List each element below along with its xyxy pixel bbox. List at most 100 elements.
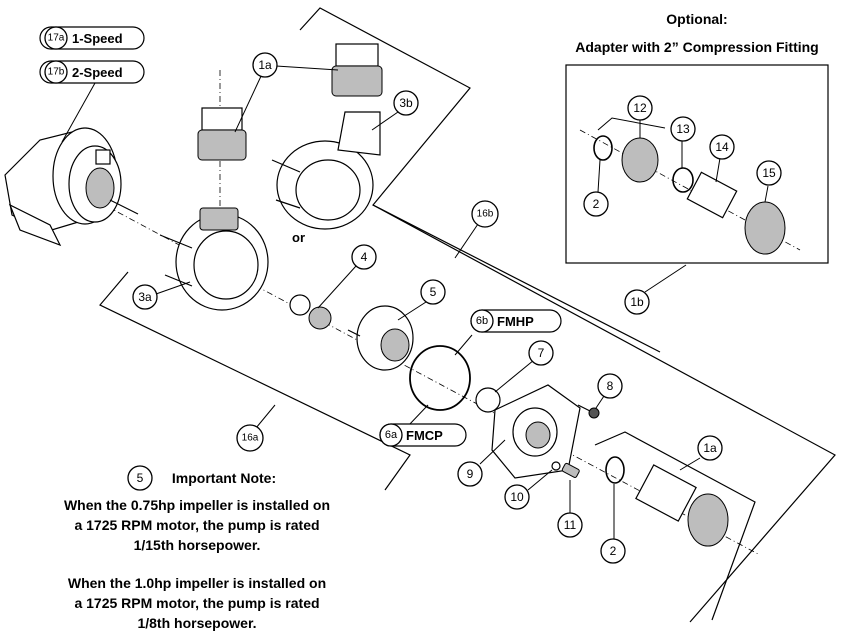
volute-3a-stud-1: [159, 234, 193, 249]
callout-2-bottom: 2: [600, 538, 626, 564]
seal-label-6a-text: FMCP: [406, 428, 443, 443]
motor-label-17b-text: 2-Speed: [72, 65, 123, 80]
shaft-seal-4: [289, 294, 332, 330]
drain-plug-11-body: [561, 462, 580, 478]
volute-3a-stud-2: [164, 274, 193, 287]
leader-1b: [644, 264, 687, 293]
callout-4: 4: [351, 244, 377, 270]
motor-vent: [85, 167, 115, 209]
motor-shaft: [109, 199, 139, 215]
callout-13-text: 13: [676, 122, 690, 136]
screw-8-head: [588, 407, 600, 419]
callout-16a-circle: [236, 424, 264, 452]
ring-13: [672, 167, 694, 193]
union-sleeve: [201, 107, 243, 131]
callout-12: 12: [627, 95, 653, 121]
o-ring-6: [409, 345, 471, 411]
note-para1-line2: a 1725 RPM motor, the pump is rated: [74, 517, 319, 533]
leader-3a: [155, 281, 191, 295]
seal-label-6b: 6b FMHP: [470, 309, 562, 333]
motor-assembly: [4, 127, 139, 247]
union-1a-vertical: [197, 107, 247, 161]
callout-8-circle: [597, 373, 623, 399]
leader-1a-bottom: [679, 457, 701, 471]
callout-1a-bottom-text: 1a: [703, 441, 717, 455]
optional-parts: [593, 135, 786, 255]
callout-leaders: [155, 65, 769, 540]
volute-3a: [159, 207, 269, 311]
volute-3b-stud-1: [271, 159, 301, 173]
leader-15: [764, 185, 769, 203]
motor-label-17a-circle: [44, 26, 68, 50]
bracket-1a-bottom: [594, 431, 756, 621]
leader-6b: [454, 334, 473, 356]
seal-label-6b-num: 6b: [476, 315, 488, 327]
union-nut: [197, 129, 247, 161]
callout-1b-circle: [624, 289, 650, 315]
callout-16b-text: 16b: [477, 209, 494, 220]
callout-3a: 3a: [132, 284, 158, 310]
leader-14: [715, 157, 721, 183]
callout-4-text: 4: [361, 250, 368, 264]
callout-10: 10: [504, 484, 530, 510]
bracket-12: [597, 117, 666, 131]
callout-3b-circle: [393, 90, 419, 116]
union-sleeve-right: [335, 43, 379, 67]
callout-16b: 16b: [471, 200, 499, 228]
note-para2-line3: 1/8th horsepower.: [137, 615, 256, 631]
callout-1b: 1b: [624, 289, 650, 315]
volute-3b-outlet: [337, 111, 381, 156]
motor-label-17a-num: 17a: [48, 33, 65, 44]
note-para2-line2: a 1725 RPM motor, the pump is rated: [74, 595, 319, 611]
callout-12-text: 12: [633, 101, 647, 115]
volute-3b-inner: [295, 159, 361, 221]
callout-14: 14: [709, 134, 735, 160]
faceplate-9: [491, 384, 581, 479]
note-num-text: 5: [137, 471, 144, 485]
union-sleeve-bottom: [635, 464, 697, 522]
callout-16b-circle: [471, 200, 499, 228]
motor-label-17b-num: 17b: [48, 67, 65, 78]
callout-7: 7: [528, 340, 554, 366]
note-para1-line1: When the 0.75hp impeller is installed on: [64, 497, 330, 513]
union-1a-horizontal: [635, 464, 729, 547]
union-1a-top-right: [331, 43, 383, 97]
motor-label-17a: 17a 1-Speed: [39, 26, 145, 50]
o-ring-2-bottom: [605, 456, 625, 484]
callout-1a-top: 1a: [252, 52, 278, 78]
bracket-16a: [99, 271, 411, 491]
leader-16b: [454, 223, 479, 259]
volute-3b-stud-2: [275, 199, 301, 209]
leader-3b: [371, 111, 399, 131]
callout-3b: 3b: [393, 90, 419, 116]
callout-14-circle: [709, 134, 735, 160]
callout-4-circle: [351, 244, 377, 270]
callout-9: 9: [457, 461, 483, 487]
optional-heading-line1: Optional:: [666, 11, 727, 27]
callout-3a-text: 3a: [138, 290, 152, 304]
callout-1a-top-text: 1a: [258, 58, 272, 72]
callout-1b-text: 1b: [630, 295, 644, 309]
volute-3a-outlet: [199, 207, 239, 231]
callout-2-bottom-circle: [600, 538, 626, 564]
callout-8: 8: [597, 373, 623, 399]
callout-3a-circle: [132, 284, 158, 310]
bracket-16b: [372, 204, 836, 623]
leader-8: [595, 395, 605, 409]
union-nut-bottom: [687, 493, 729, 547]
seal-label-6b-circle: [470, 309, 494, 333]
leader-10: [527, 469, 553, 491]
leader-6a: [407, 404, 429, 427]
callout-9-text: 9: [467, 467, 474, 481]
union-nut-right: [331, 65, 383, 97]
callout-3b-text: 3b: [399, 96, 413, 110]
note-para2-line1: When the 1.0hp impeller is installed on: [68, 575, 326, 591]
leader-1a-left: [234, 73, 263, 133]
seal-ring-a: [289, 294, 311, 316]
callout-12-circle: [627, 95, 653, 121]
screw-8: [577, 404, 600, 419]
leader-1a-right: [275, 65, 339, 71]
nut-15: [744, 201, 786, 255]
leader-17b: [61, 82, 96, 143]
